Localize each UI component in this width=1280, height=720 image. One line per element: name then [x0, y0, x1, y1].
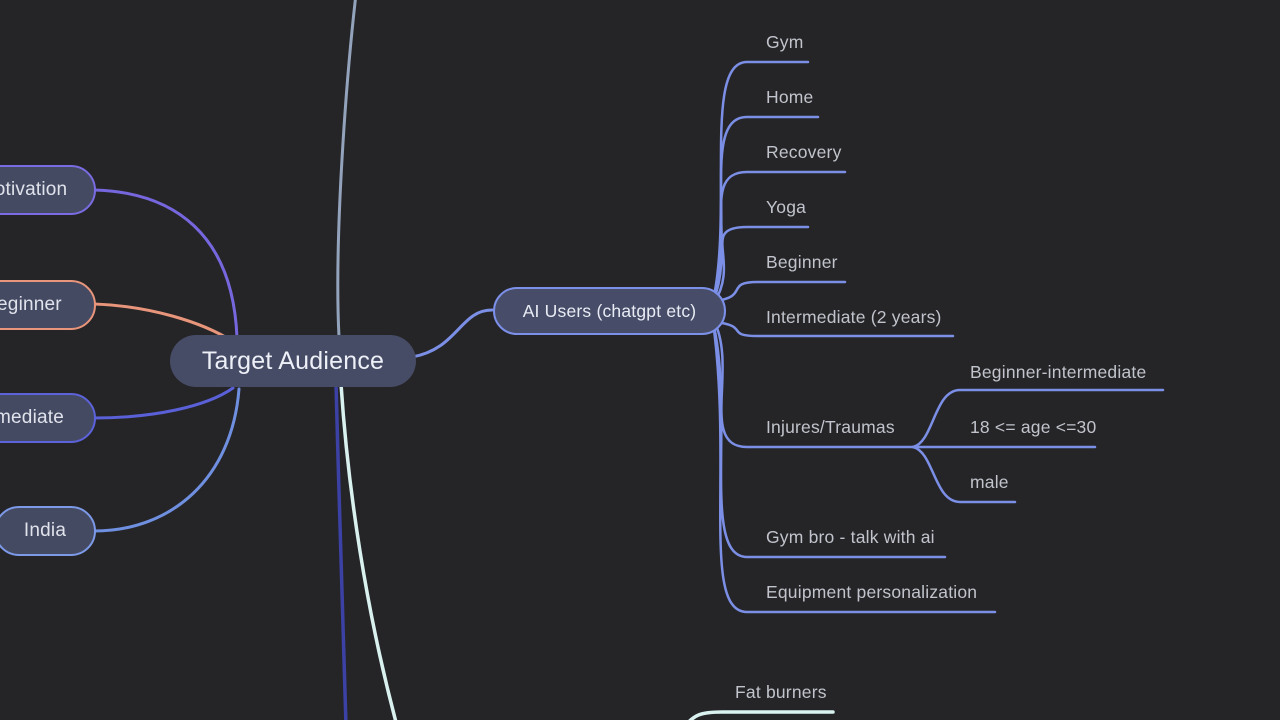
- topic-target-audience-label: Target Audience: [201, 346, 385, 375]
- branch-cyan-down-line: [339, 382, 398, 720]
- topic-india-label: India: [23, 520, 67, 541]
- connector-intermediate: [92, 386, 235, 420]
- connector-india: [92, 387, 241, 533]
- branch-up-line: [336, 0, 357, 339]
- topic-injures-traumas[interactable]: Injures/Traumas: [766, 417, 895, 437]
- branch-male: [911, 445, 1017, 504]
- topic-gym-bro[interactable]: Gym bro - talk with ai: [766, 527, 935, 547]
- topic-ai-users-label: AI Users (chatgpt etc): [522, 300, 697, 321]
- topic-target-audience[interactable]: Target Audience: [170, 335, 416, 387]
- topic-age-range[interactable]: 18 <= age <=30: [970, 417, 1097, 437]
- topic-intermediate-left[interactable]: Intermediate: [0, 393, 96, 443]
- topic-beginner-left[interactable]: Beginner: [0, 280, 96, 330]
- topic-equipment-personalization[interactable]: Equipment personalization: [766, 582, 978, 602]
- connector-ai-users: [410, 308, 494, 359]
- topic-india[interactable]: India: [0, 506, 96, 556]
- branch-home: [711, 115, 820, 303]
- topic-yoga[interactable]: Yoga: [766, 197, 807, 217]
- topic-male[interactable]: male: [970, 472, 1009, 492]
- branch-intermediate-2-years: [713, 320, 955, 338]
- topic-fat-burners[interactable]: Fat burners: [735, 682, 827, 702]
- connector-motivation: [92, 188, 239, 340]
- topic-ai-users[interactable]: AI Users (chatgpt etc): [493, 287, 726, 335]
- topic-beginner-intermediate[interactable]: Beginner-intermediate: [970, 362, 1147, 382]
- topic-intermediate-left-label: Intermediate: [0, 407, 64, 428]
- branch-yoga: [712, 225, 810, 305]
- branch-beginner-intermediate: [911, 388, 1165, 449]
- branch-beginner: [713, 280, 847, 303]
- topic-gym[interactable]: Gym: [766, 32, 804, 52]
- topic-recovery[interactable]: Recovery: [766, 142, 842, 162]
- topic-beginner-left-label: Beginner: [0, 294, 62, 315]
- branch-equipment: [711, 320, 997, 614]
- branch-recovery: [711, 170, 847, 304]
- branch-fat-burners: [688, 710, 835, 720]
- topic-intermediate-2-years[interactable]: Intermediate (2 years): [766, 307, 942, 327]
- topic-motivation-label: Motivation: [0, 179, 68, 200]
- topic-home[interactable]: Home: [766, 87, 814, 107]
- branch-navy-down-line: [334, 382, 348, 720]
- branch-gym-bro: [711, 320, 947, 559]
- connector-beginner: [92, 302, 234, 343]
- branch-gym: [711, 60, 810, 303]
- topic-beginner[interactable]: Beginner: [766, 252, 838, 272]
- topic-motivation[interactable]: Motivation: [0, 165, 96, 215]
